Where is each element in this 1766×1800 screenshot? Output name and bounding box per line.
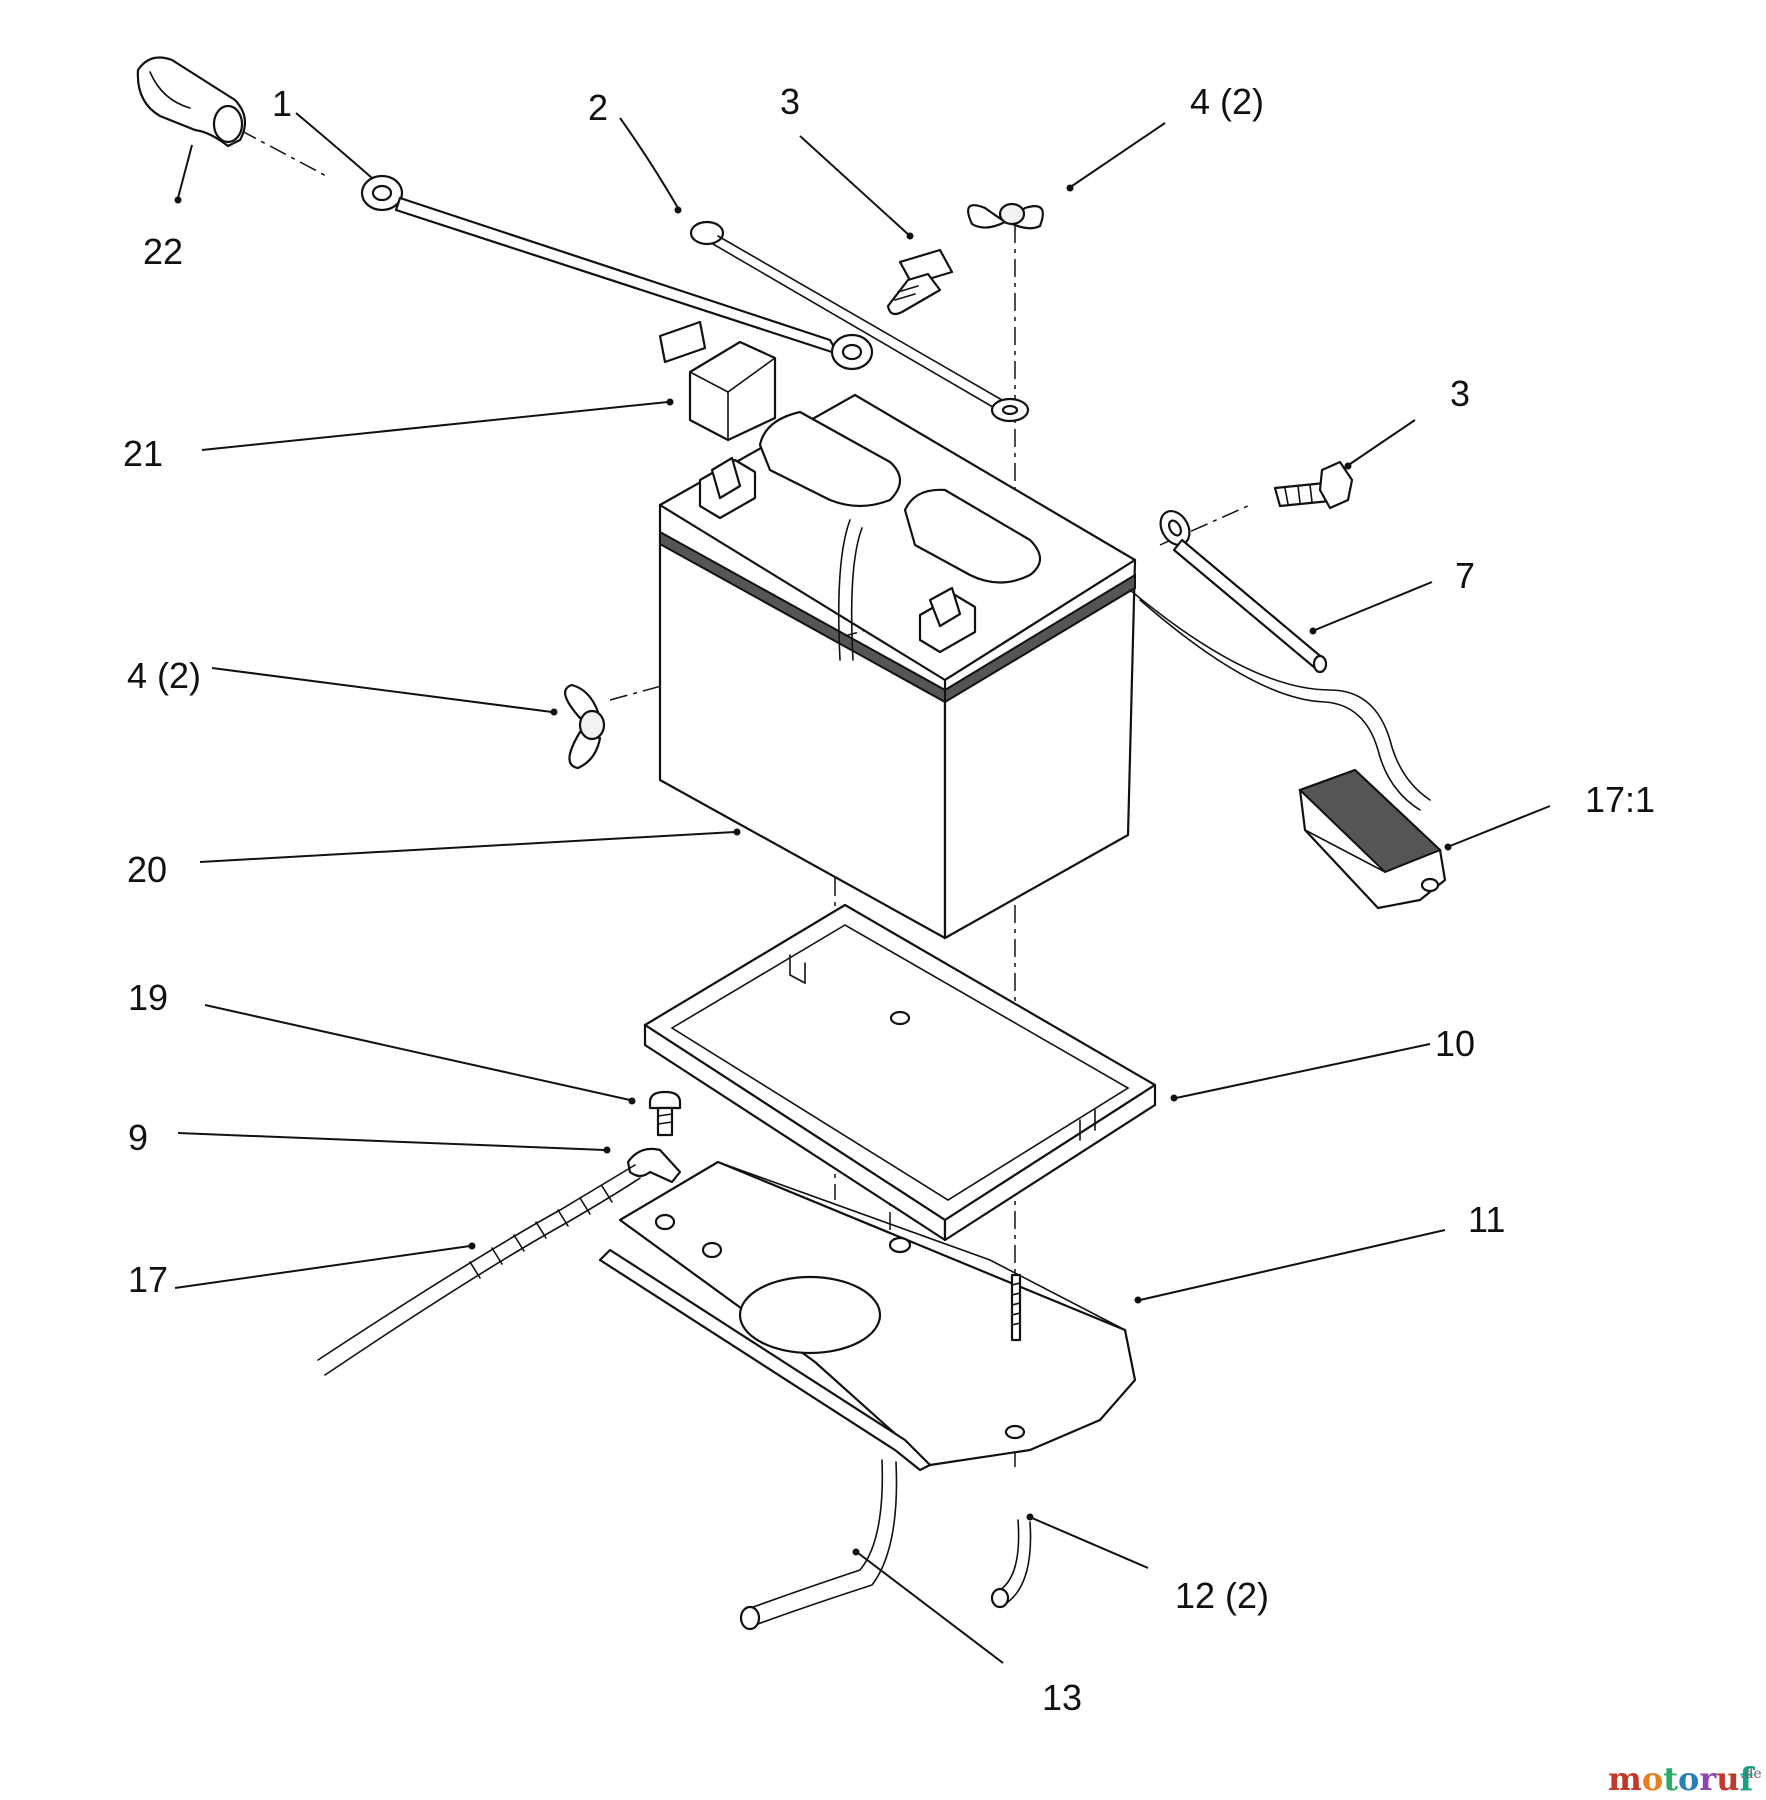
callout-22: 22 xyxy=(143,231,183,272)
wing-nut-part-4-lower xyxy=(564,683,606,770)
wire-harness-part-17 xyxy=(317,1164,641,1376)
watermark-letter: o xyxy=(1678,1760,1699,1798)
callout-17-1: 17:1 xyxy=(1585,779,1655,820)
callout-17: 17 xyxy=(128,1259,168,1300)
callout-2: 2 xyxy=(588,87,608,128)
callout-4-upper: 4 (2) xyxy=(1190,81,1264,122)
watermark-letter: m xyxy=(1608,1760,1642,1798)
battery-support-part-11 xyxy=(598,1160,1137,1472)
wing-nut-part-4-upper xyxy=(967,202,1044,230)
watermark-letter: o xyxy=(1642,1760,1663,1798)
bolt-part-3-upper xyxy=(886,248,954,316)
callout-4-lower: 4 (2) xyxy=(127,655,201,696)
callout-11: 11 xyxy=(1468,1199,1505,1240)
callout-3-lower: 3 xyxy=(1450,373,1470,414)
leader-lines xyxy=(174,112,1551,1664)
callout-19: 19 xyxy=(128,977,168,1018)
terminal-cover-part-21 xyxy=(658,320,777,442)
callout-7: 7 xyxy=(1455,555,1475,596)
watermark-suffix: .de xyxy=(1740,1766,1762,1782)
watermark-logo: motoruf .de xyxy=(1608,1760,1762,1798)
callout-10: 10 xyxy=(1435,1023,1475,1064)
callout-3-upper: 3 xyxy=(780,81,800,122)
callout-9: 9 xyxy=(128,1117,148,1158)
bolt-part-3-lower xyxy=(1273,460,1354,510)
callout-13: 13 xyxy=(1042,1677,1082,1718)
watermark-letter: f xyxy=(1739,1760,1755,1798)
hold-down-rod-part-2 xyxy=(689,220,1030,423)
connector-part-17-1 xyxy=(1129,589,1447,910)
callout-12: 12 (2) xyxy=(1175,1575,1269,1616)
callout-20: 20 xyxy=(127,849,167,890)
battery-cable-part-1 xyxy=(360,174,874,371)
watermark-letter: t xyxy=(1663,1760,1678,1798)
bolt-part-19 xyxy=(648,1090,682,1137)
hose-part-13 xyxy=(739,1459,898,1631)
terminal-boot-part-22 xyxy=(136,56,247,148)
leader-dots xyxy=(174,184,1452,1556)
callout-1: 1 xyxy=(272,83,292,124)
ground-cable-part-7 xyxy=(1159,510,1328,674)
battery-tray-part-10 xyxy=(643,903,1157,1242)
fastener-part-12 xyxy=(990,1519,1032,1609)
watermark-letter: r xyxy=(1699,1760,1717,1798)
svg-text:motoruf: motoruf xyxy=(1608,1760,1755,1798)
callout-21: 21 xyxy=(123,433,163,474)
callout-labels: 1 2 3 4 (2) 22 21 3 7 4 (2) 17:1 20 19 1… xyxy=(123,81,1655,1718)
watermark-letter: u xyxy=(1716,1760,1739,1798)
cable-clamp-part-9 xyxy=(626,1147,682,1184)
battery-part-20 xyxy=(658,393,1137,940)
